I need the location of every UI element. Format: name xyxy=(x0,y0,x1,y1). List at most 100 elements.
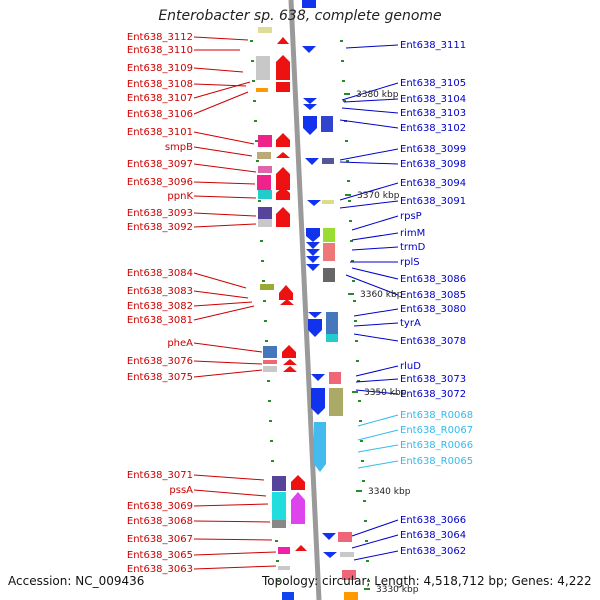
guide-tick xyxy=(343,100,346,102)
gene-label[interactable]: Ent638_3112 xyxy=(127,32,193,43)
label-leader-line xyxy=(353,308,399,317)
gene-box xyxy=(329,388,343,416)
guide-tick xyxy=(360,440,363,442)
gene-box xyxy=(258,207,272,219)
gene-label[interactable]: Ent638_3075 xyxy=(127,372,193,383)
gene-label[interactable]: Ent638_3080 xyxy=(400,304,466,315)
gene-label[interactable]: Ent638_3067 xyxy=(127,534,193,545)
gene-label[interactable]: Ent638_3062 xyxy=(400,546,466,557)
gene-arrow xyxy=(277,37,289,44)
guide-tick xyxy=(263,300,266,302)
guide-tick xyxy=(352,280,355,282)
gene-label[interactable]: pssA xyxy=(169,485,193,496)
guide-tick xyxy=(267,380,270,382)
guide-tick xyxy=(348,200,351,202)
label-leader-line xyxy=(353,322,399,327)
guide-tick xyxy=(269,420,272,422)
gene-box xyxy=(258,166,272,173)
label-leader-line xyxy=(339,119,399,129)
gene-arrow xyxy=(322,533,336,540)
gene-label[interactable]: Ent638_3063 xyxy=(127,564,193,575)
gene-label[interactable]: Ent638_R0066 xyxy=(400,440,473,451)
label-leader-line xyxy=(193,565,277,570)
gene-arrow xyxy=(276,167,290,190)
gene-arrow xyxy=(311,388,325,415)
gene-label[interactable]: rimM xyxy=(400,228,425,239)
gene-label[interactable]: Ent638_3110 xyxy=(127,45,193,56)
guide-tick xyxy=(250,40,253,42)
label-leader-line xyxy=(193,290,249,299)
reverse-strand-genes xyxy=(256,27,307,600)
gene-label[interactable]: Ent638_3081 xyxy=(127,315,193,326)
label-leader-line xyxy=(355,365,399,377)
gene-label[interactable]: Ent638_3085 xyxy=(400,290,466,301)
gene-label[interactable]: Ent638_R0065 xyxy=(400,456,473,467)
gene-label[interactable]: Ent638_3093 xyxy=(127,208,193,219)
gene-label[interactable]: Ent638_3064 xyxy=(400,530,466,541)
label-leader-line xyxy=(343,98,399,103)
gene-arrow xyxy=(307,200,321,206)
gene-label[interactable]: Ent638_3083 xyxy=(127,286,193,297)
gene-label[interactable]: Ent638_3084 xyxy=(127,268,193,279)
gene-label[interactable]: Ent638_3076 xyxy=(127,356,193,367)
gene-label[interactable]: Ent638_3071 xyxy=(127,470,193,481)
gene-label[interactable]: Ent638_3082 xyxy=(127,301,193,312)
gene-arrow xyxy=(283,366,297,372)
gene-label[interactable]: Ent638_R0067 xyxy=(400,425,473,436)
gene-arrow xyxy=(306,249,320,256)
gene-arrow xyxy=(291,492,305,524)
kbp-label: 3360 kbp xyxy=(360,290,403,300)
gene-label[interactable]: Ent638_3078 xyxy=(400,336,466,347)
gene-label[interactable]: Ent638_3068 xyxy=(127,516,193,527)
label-leader-line xyxy=(353,550,399,561)
gene-label[interactable]: Ent638_3086 xyxy=(400,274,466,285)
gene-label[interactable]: Ent638_3102 xyxy=(400,123,466,134)
guide-tick xyxy=(353,300,356,302)
gene-box xyxy=(338,532,352,542)
gene-label[interactable]: smpB xyxy=(165,142,193,153)
gene-label[interactable]: Ent638_3065 xyxy=(127,550,193,561)
gene-label[interactable]: Ent638_3092 xyxy=(127,222,193,233)
gene-label[interactable]: Ent638_3097 xyxy=(127,159,193,170)
guide-tick xyxy=(358,400,361,402)
gene-label[interactable]: Ent638_3106 xyxy=(127,109,193,120)
gene-label[interactable]: Ent638_3096 xyxy=(127,177,193,188)
rna-arrow xyxy=(314,422,326,472)
label-leader-line xyxy=(193,195,257,199)
gene-label[interactable]: Ent638_3091 xyxy=(400,196,466,207)
gene-label[interactable]: Ent638_3107 xyxy=(127,93,193,104)
gene-label[interactable]: Ent638_3111 xyxy=(400,40,466,51)
gene-label[interactable]: Ent638_3069 xyxy=(127,501,193,512)
gene-label[interactable]: Ent638_3099 xyxy=(400,144,466,155)
gene-label[interactable]: tyrA xyxy=(400,318,421,329)
accession-text: Accession: NC_009436 xyxy=(8,574,145,588)
gene-label[interactable]: ppnK xyxy=(167,191,193,202)
gene-box xyxy=(263,366,277,372)
gene-label[interactable]: Ent638_3066 xyxy=(400,515,466,526)
gene-label[interactable]: Ent638_3108 xyxy=(127,79,193,90)
gene-label[interactable]: rluD xyxy=(400,361,421,372)
gene-label[interactable]: rpsP xyxy=(400,211,422,222)
guide-tick xyxy=(277,580,280,582)
gene-box xyxy=(258,190,272,199)
gene-label[interactable]: Ent638_3105 xyxy=(400,78,466,89)
gene-label[interactable]: Ent638_3073 xyxy=(400,374,466,385)
gene-label[interactable]: Ent638_3109 xyxy=(127,63,193,74)
guide-tick xyxy=(350,240,353,242)
gene-label[interactable]: Ent638_R0068 xyxy=(400,410,473,421)
gene-label[interactable]: trmD xyxy=(400,242,426,253)
label-leader-line xyxy=(193,67,244,73)
gene-label[interactable]: Ent638_3104 xyxy=(400,94,466,105)
label-leader-line xyxy=(193,538,273,541)
gene-label[interactable]: Ent638_3072 xyxy=(400,389,466,400)
gene-label[interactable]: Ent638_3101 xyxy=(127,127,193,138)
gene-label[interactable]: Ent638_3098 xyxy=(400,159,466,170)
gene-arrow xyxy=(323,552,337,558)
gene-arrow xyxy=(308,319,322,337)
guide-tick xyxy=(356,360,359,362)
forward-strand-genes xyxy=(302,0,358,600)
gene-label[interactable]: Ent638_3103 xyxy=(400,108,466,119)
gene-label[interactable]: pheA xyxy=(167,338,193,349)
gene-label[interactable]: Ent638_3094 xyxy=(400,178,466,189)
gene-label[interactable]: rplS xyxy=(400,257,420,268)
